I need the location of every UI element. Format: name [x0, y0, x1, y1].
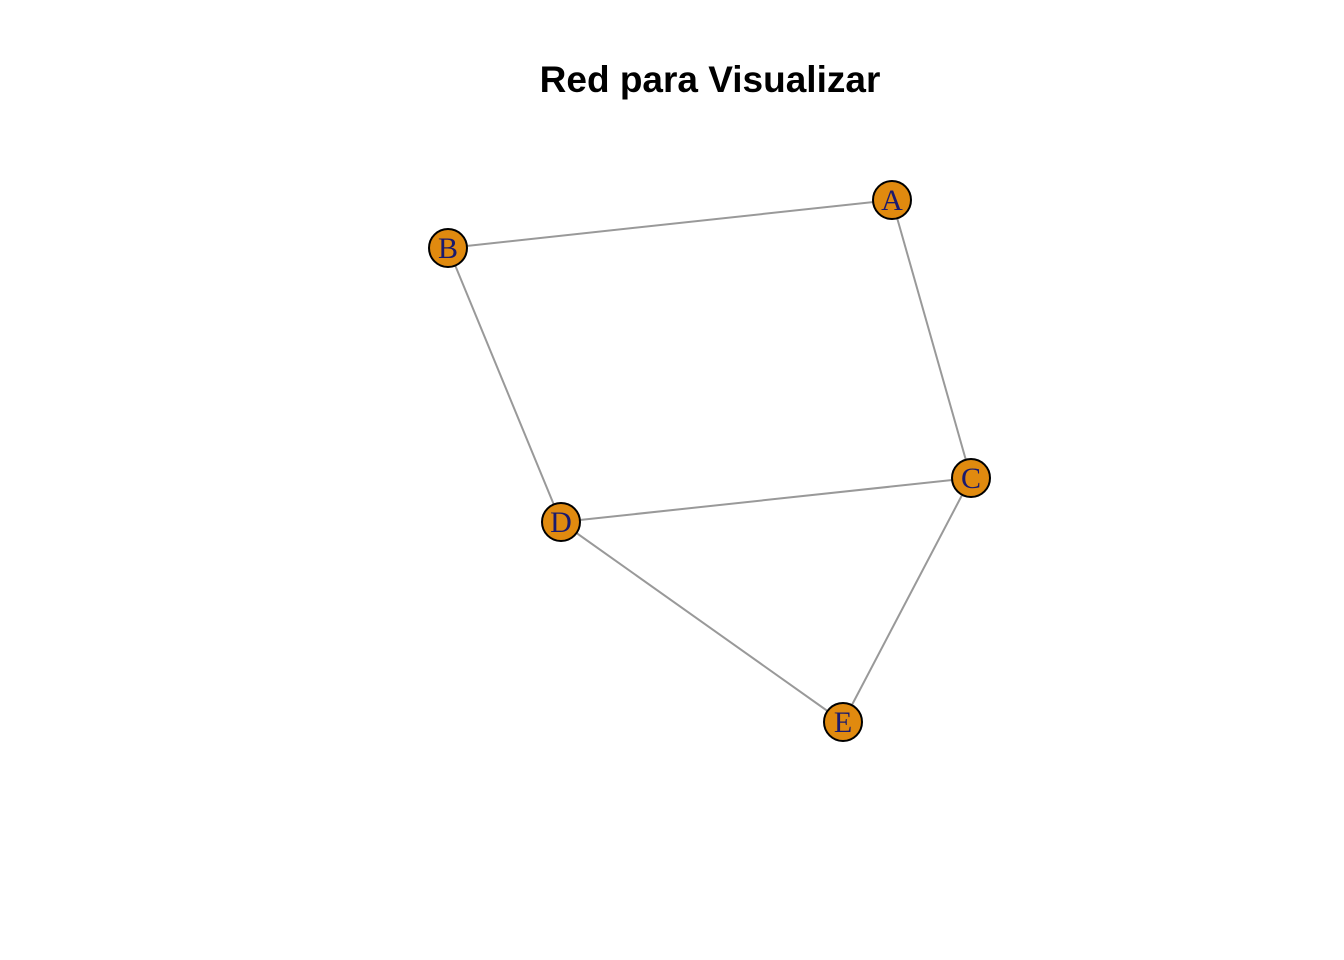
node-e: E — [823, 702, 863, 742]
node-label: C — [961, 462, 981, 495]
node-a: A — [872, 180, 912, 220]
node-circle — [823, 702, 863, 742]
edge-b-d — [447, 247, 562, 523]
node-label: A — [881, 184, 903, 217]
node-circle — [951, 458, 991, 498]
node-circle — [428, 228, 468, 268]
node-circle — [872, 180, 912, 220]
edge-d-e — [560, 521, 844, 723]
edge-c-e — [842, 477, 972, 723]
node-label: E — [834, 706, 852, 739]
node-b: B — [428, 228, 468, 268]
node-circle — [541, 502, 581, 542]
edge-d-c — [560, 477, 972, 523]
node-label: D — [550, 506, 572, 539]
edges-layer — [447, 199, 972, 723]
plot-title: Red para Visualizar — [539, 59, 881, 100]
edge-b-a — [447, 199, 893, 249]
node-d: D — [541, 502, 581, 542]
node-c: C — [951, 458, 991, 498]
nodes-layer: A B C D E — [428, 180, 991, 742]
edge-a-c — [891, 199, 972, 479]
node-label: B — [438, 232, 458, 265]
